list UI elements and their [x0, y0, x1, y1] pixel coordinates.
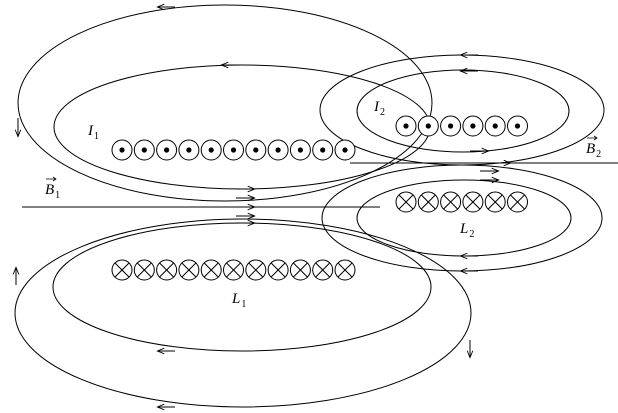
field-line-upper-inner — [53, 64, 431, 190]
wire-current-in — [200, 259, 222, 281]
wire-current-in — [267, 259, 289, 281]
wire-current-in — [312, 259, 334, 281]
coil-I2-current-out — [395, 115, 528, 137]
field-direction-arrows — [16, 7, 510, 407]
wire-current-in — [484, 191, 506, 213]
field-line-coil2-upper-inner — [356, 69, 570, 153]
wire-current-out — [312, 139, 334, 161]
wire-current-out — [223, 139, 244, 161]
wire-current-out — [507, 115, 528, 137]
svg-text:B1: B1 — [45, 182, 60, 201]
wire-current-in — [462, 191, 484, 213]
wire-current-out — [462, 115, 484, 137]
field-line-upper-outer — [17, 4, 433, 202]
wire-current-in — [111, 259, 133, 281]
wire-current-in — [440, 191, 462, 213]
wire-current-out — [178, 139, 200, 161]
coil-L2-current-in — [395, 191, 528, 213]
label-I2: I2 — [373, 99, 385, 118]
wire-current-in — [417, 191, 439, 213]
wire-current-in — [156, 259, 178, 281]
wire-current-in — [334, 259, 356, 281]
wire-current-in — [245, 259, 267, 281]
field-line-lower-outer — [14, 218, 472, 408]
label-I1: I1 — [87, 123, 99, 142]
wire-current-out — [289, 139, 311, 161]
wire-current-out — [156, 139, 178, 161]
coil-I1-current-out — [111, 139, 356, 161]
wire-current-in — [178, 259, 200, 281]
wire-current-in — [133, 259, 155, 281]
wire-current-out — [245, 139, 267, 161]
field-line-coil2-lower-outer — [321, 164, 603, 272]
field-line-coil2-lower-inner — [356, 179, 572, 257]
wire-current-out — [267, 139, 289, 161]
wire-current-in — [395, 191, 417, 213]
wire-current-in — [223, 259, 244, 281]
wire-current-out — [417, 115, 439, 137]
label-B1: B1 — [45, 176, 60, 201]
label-L2: L2 — [459, 221, 474, 240]
wire-current-out — [111, 139, 133, 161]
wire-current-out — [200, 139, 222, 161]
wire-current-out — [334, 139, 356, 161]
wire-current-out — [395, 115, 417, 137]
label-B2: B2 — [586, 135, 601, 160]
wire-current-out — [133, 139, 155, 161]
wire-current-in — [289, 259, 311, 281]
field-line-lower-inner — [52, 222, 432, 352]
wire-current-out — [484, 115, 506, 137]
svg-text:B2: B2 — [586, 141, 601, 160]
wire-current-out — [440, 115, 462, 137]
coil-L1-current-in — [111, 259, 356, 281]
label-L1: L1 — [231, 291, 246, 310]
wire-current-in — [507, 191, 528, 213]
